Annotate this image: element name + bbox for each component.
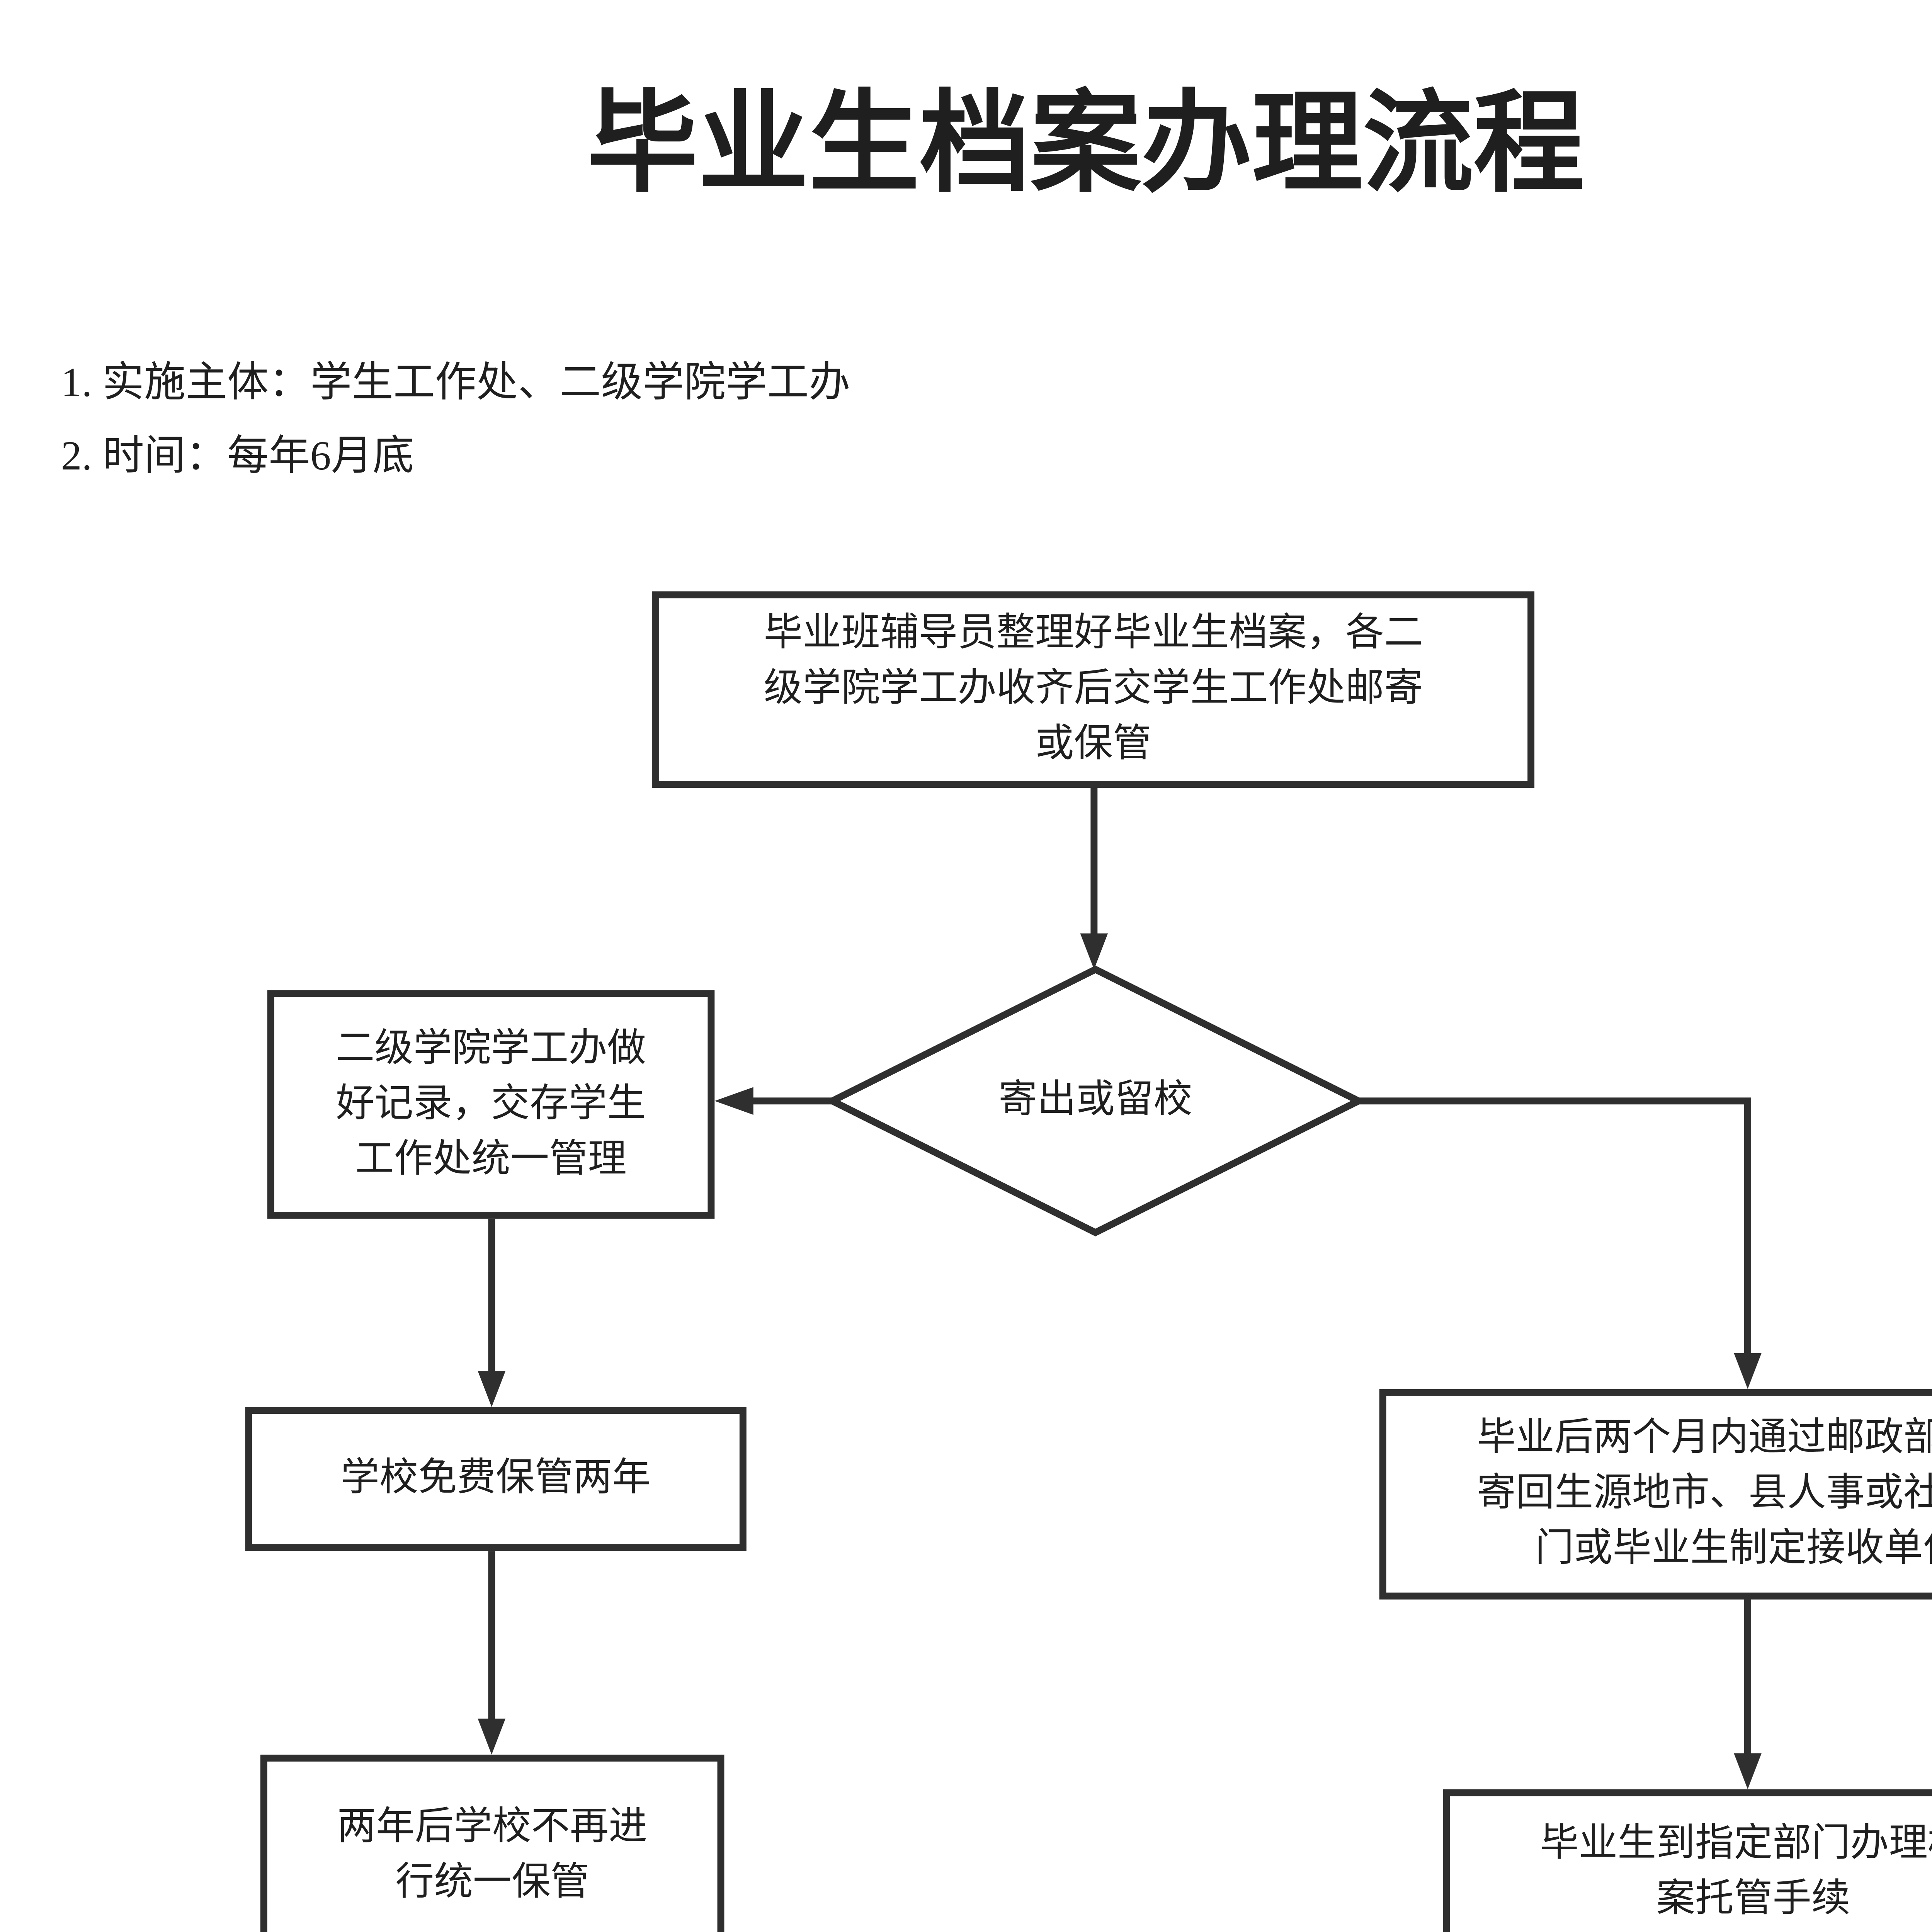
- flow-node-keep-record-label: 二级学院学工办做好记录，交存学生工作处统一管理: [336, 1027, 646, 1181]
- flow-node-custody-procedure: 毕业生到指定部门办理档案托管手续: [1443, 1789, 1932, 1932]
- connector-send1-to-send2: [1734, 1599, 1762, 1789]
- flow-node-no-storage-after: 两年后学校不再进行统一保管: [260, 1754, 724, 1932]
- flow-node-no-storage-after-label: 两年后学校不再进行统一保管: [337, 1806, 648, 1904]
- flow-node-free-storage-label: 学校免费保管两年: [340, 1457, 651, 1500]
- arrowhead-down-icon: [1080, 933, 1108, 969]
- flow-node-start: 毕业班辅导员整理好毕业生档案，各二级学院学工办收齐后交学生工作处邮寄或保管: [652, 591, 1535, 788]
- flow-node-mail-archive-label: 毕业后两个月内通过邮政部门邮寄回生源地市、县人事或社保部门或毕业生制定接收单位: [1477, 1417, 1932, 1571]
- connector-decision-to-send1: [1358, 1097, 1762, 1389]
- connector-keep1-to-keep2: [478, 1218, 506, 1407]
- notes-block: 1. 实施主体：学生工作处、二级学院学工办 2. 时间：每年6月底: [61, 346, 850, 493]
- flow-node-start-label: 毕业班辅导员整理好毕业生档案，各二级学院学工办收齐后交学生工作处邮寄或保管: [764, 612, 1423, 766]
- decision-diamond-shape: [824, 965, 1366, 1236]
- flow-node-keep-record: 二级学院学工办做好记录，交存学生工作处统一管理: [267, 990, 715, 1219]
- page-title: 毕业生档案办理流程: [587, 84, 1585, 207]
- note-line-2: 2. 时间：每年6月底: [61, 433, 414, 480]
- connector-elbow-line: [1358, 1097, 1751, 1356]
- arrowhead-down-icon: [1734, 1353, 1762, 1389]
- connector-keep2-to-keep3: [478, 1551, 506, 1755]
- connector-decision-to-keep1: [714, 1087, 832, 1115]
- flow-node-mail-archive: 毕业后两个月内通过邮政部门邮寄回生源地市、县人事或社保部门或毕业生制定接收单位: [1379, 1389, 1932, 1600]
- note-line-1: 1. 实施主体：学生工作处、二级学院学工办: [61, 360, 850, 406]
- connector-start-to-decision: [1080, 788, 1108, 969]
- arrowhead-left-icon: [714, 1087, 753, 1115]
- arrowhead-down-icon: [478, 1718, 506, 1755]
- flow-node-custody-procedure-label: 毕业生到指定部门办理档案托管手续: [1540, 1822, 1932, 1921]
- flow-node-decision-label: 寄出或留校: [998, 1078, 1192, 1122]
- arrowhead-down-icon: [1734, 1753, 1762, 1789]
- arrowhead-down-icon: [478, 1371, 506, 1407]
- flow-node-free-storage: 学校免费保管两年: [245, 1407, 747, 1551]
